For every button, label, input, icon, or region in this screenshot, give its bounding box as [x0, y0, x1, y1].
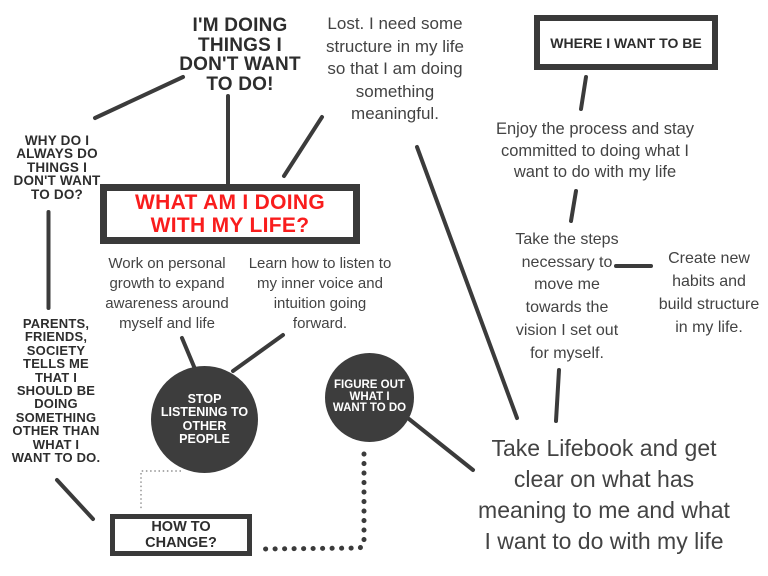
where-box-label: WHERE I WANT TO BE [550, 34, 702, 51]
node-where-i-want-to-be: WHERE I WANT TO BE [534, 15, 718, 70]
node-how-to-change: HOW TO CHANGE? [110, 514, 252, 556]
how-box-label: HOW TO CHANGE? [145, 519, 217, 551]
